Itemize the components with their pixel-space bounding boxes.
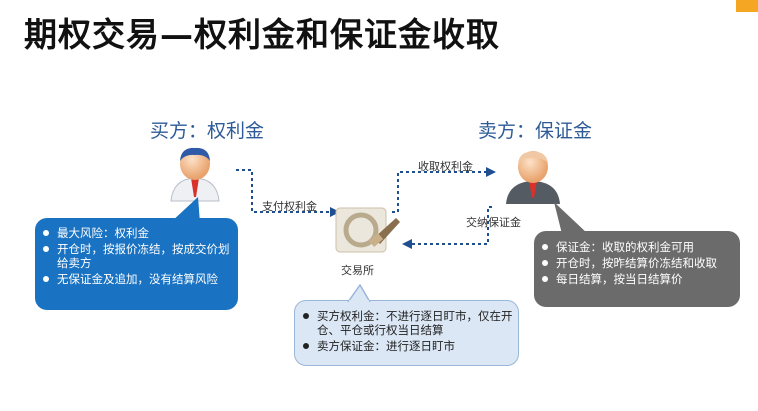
pay-premium-label: 支付权利金	[262, 200, 317, 213]
seller-bullet: 每日结算，按当日结算价	[534, 272, 740, 286]
buyer-bubble-tail	[170, 197, 200, 223]
exchange-bullet: 卖方保证金：进行逐日盯市	[295, 339, 518, 353]
seller-heading: 卖方：保证金	[478, 120, 593, 142]
corner-accent	[736, 0, 758, 12]
seller-bubble-tail	[554, 202, 588, 234]
receive-premium-label: 收取权利金	[418, 160, 473, 173]
buyer-bullet: 最大风险：权利金	[35, 226, 238, 240]
pay-margin-arrow	[412, 206, 492, 245]
exchange-bubble-tail	[347, 284, 371, 302]
seller-bullet: 保证金：收取的权利金可用	[534, 240, 740, 254]
pay-margin-label: 交纳保证金	[466, 216, 521, 229]
page-title: 期权交易—权利金和保证金收取	[24, 15, 500, 54]
exchange-bullet: 买方权利金：不进行逐日盯市，仅在开仓、平仓或行权当日结算	[295, 309, 518, 337]
exchange-info-bubble: 买方权利金：不进行逐日盯市，仅在开仓、平仓或行权当日结算 卖方保证金：进行逐日盯…	[294, 300, 519, 366]
seller-bullet: 开仓时，按昨结算价冻结和收取	[534, 256, 740, 270]
buyer-info-bubble: 最大风险：权利金 开仓时，按报价冻结，按成交价划给卖方 无保证金及追加，没有结算…	[35, 218, 238, 310]
pay-premium-arrow	[236, 169, 330, 213]
buyer-bullet: 无保证金及追加，没有结算风险	[35, 272, 238, 286]
exchange-label: 交易所	[341, 264, 374, 277]
businessman-white-icon	[170, 147, 220, 202]
receive-premium-arrow	[392, 171, 486, 213]
seller-info-bubble: 保证金：收取的权利金可用 开仓时，按昨结算价冻结和收取 每日结算，按当日结算价	[534, 231, 740, 307]
buyer-bullet: 开仓时，按报价冻结，按成交价划给卖方	[35, 242, 238, 270]
buyer-heading: 买方：权利金	[150, 120, 265, 142]
exchange-stamp-icon	[335, 207, 400, 253]
businessman-dark-icon	[506, 151, 560, 204]
